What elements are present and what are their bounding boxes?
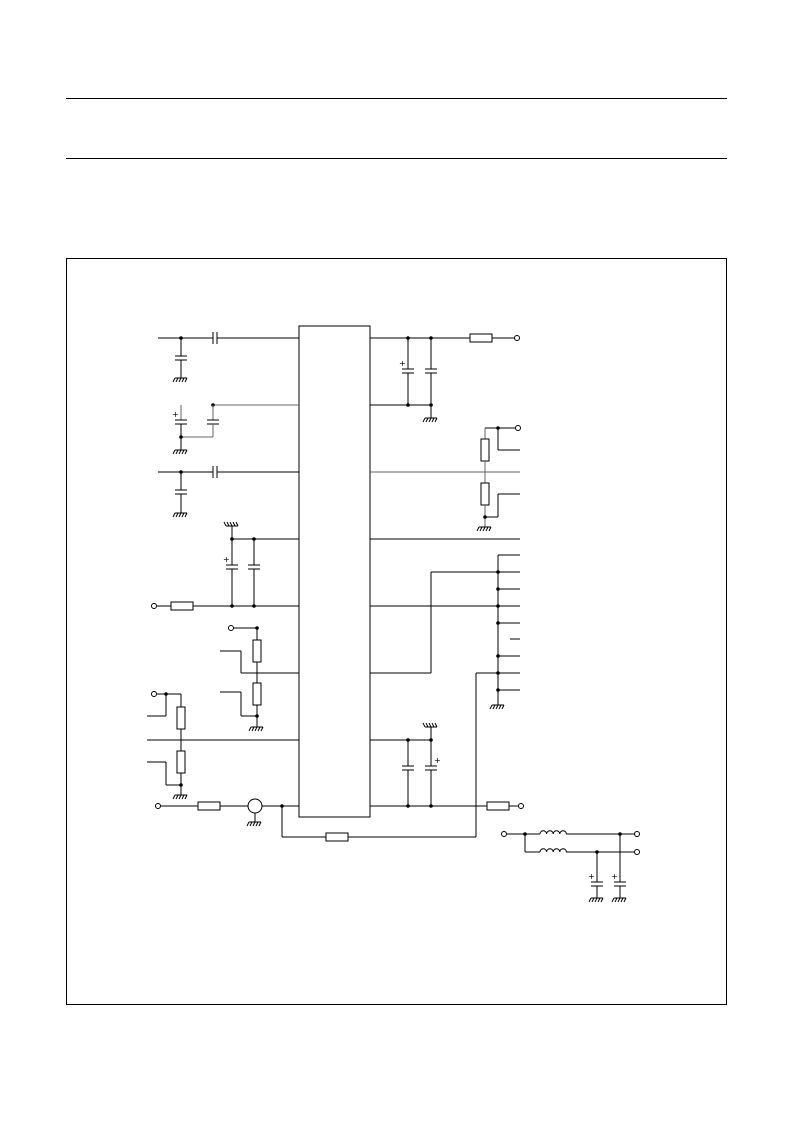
header-rule-bottom xyxy=(66,158,727,159)
ic-package xyxy=(298,325,371,818)
svg-text:+: + xyxy=(611,872,618,881)
right-bus xyxy=(370,538,520,710)
right-supply-1: + xyxy=(370,333,520,423)
left-decoupling-1: + xyxy=(172,403,299,455)
right-divider xyxy=(370,425,521,532)
left-input-2 xyxy=(158,466,299,518)
left-input-1 xyxy=(158,332,299,383)
left-decoupling-2: + xyxy=(151,521,299,611)
svg-text:+: + xyxy=(172,410,179,419)
svg-text:+: + xyxy=(434,756,441,765)
svg-text:+: + xyxy=(223,555,230,564)
figure-frame xyxy=(66,258,727,1005)
left-input-3 xyxy=(155,672,497,842)
left-divider-1 xyxy=(220,625,299,732)
left-divider-2 xyxy=(147,691,299,800)
svg-text:+: + xyxy=(399,359,406,368)
supply-filter: + + xyxy=(501,830,640,903)
right-supply-2: + xyxy=(370,722,524,811)
header-rule-top xyxy=(66,98,727,99)
svg-text:+: + xyxy=(588,872,595,881)
